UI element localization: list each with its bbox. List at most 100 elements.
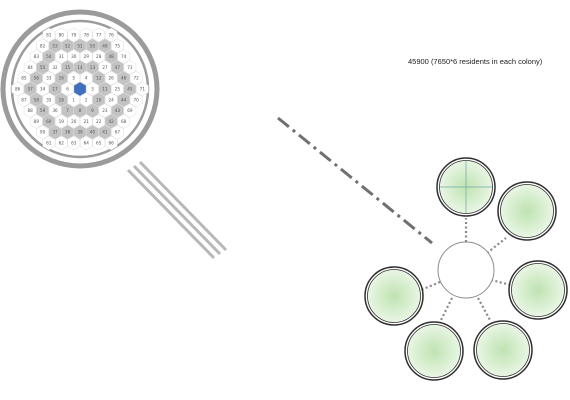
hex-cell [129, 70, 143, 86]
hex-cell [17, 92, 31, 108]
hex-cell [23, 103, 37, 118]
hex-cell [104, 70, 118, 86]
hex-cell-number: 70 [133, 97, 139, 102]
hex-cell-number: 61 [46, 141, 52, 146]
hex-cell-number: 30 [71, 54, 77, 59]
colony-disc [511, 263, 565, 317]
hex-cell-number: 25 [115, 87, 121, 92]
hex-cell-number: 84 [27, 65, 33, 70]
hex-cell [86, 38, 99, 54]
hex-cell-number: 14 [77, 65, 83, 70]
hex-cell-number: 29 [84, 54, 90, 59]
hex-cell-number: 87 [21, 97, 27, 102]
hex-cell-number: 57 [27, 87, 33, 92]
spoke-bottom-right [477, 297, 491, 321]
hex-cell-number: 60 [46, 119, 52, 124]
hex-cell-number: 81 [46, 33, 52, 38]
hex-cell [111, 38, 124, 54]
hex-cell [42, 49, 56, 64]
hex-center-cell [73, 81, 87, 97]
hex-cell [117, 114, 130, 129]
hex-cell-number: 1 [72, 97, 75, 102]
hex-cell-number: 15 [65, 65, 71, 70]
colony-outer-ring [497, 181, 557, 241]
central-hub [437, 241, 495, 299]
hex-cell [23, 60, 37, 75]
hex-cell [104, 114, 118, 129]
hex-cell-number: 77 [96, 33, 102, 38]
colony-left [364, 266, 424, 326]
hex-cell-number: 20 [71, 119, 77, 124]
colony-upper-right [497, 181, 557, 241]
hex-cell [67, 49, 81, 64]
hex-cell [79, 27, 93, 43]
hex-cell [61, 103, 74, 118]
hex-cell-number: 6 [66, 87, 69, 92]
hex-cell-number: 63 [71, 141, 77, 146]
hex-cell [61, 60, 74, 75]
connector-line [277, 116, 433, 245]
hex-cell [61, 81, 74, 97]
hex-cell-number: 4 [85, 76, 88, 81]
hex-cell [98, 60, 112, 75]
hex-cell-number: 34 [40, 87, 46, 92]
colony-bottom-left [404, 321, 464, 381]
hex-cell-number: 9 [91, 108, 94, 113]
hex-cell [36, 60, 49, 75]
hex-cell-number: 35 [46, 97, 52, 102]
hex-cell [117, 92, 130, 108]
colony-bottom-right [473, 320, 533, 380]
hex-cell-number: 72 [133, 76, 139, 81]
hex-cell [55, 92, 68, 108]
hex-cell-number: 54 [46, 54, 52, 59]
hex-cell-number: 48 [109, 54, 115, 59]
hex-cell-number: 37 [52, 130, 58, 135]
hex-cell-number: 41 [102, 130, 108, 135]
colony-outer-ring [473, 320, 533, 380]
hex-cell-number: 58 [34, 97, 40, 102]
hex-cell [61, 124, 74, 140]
hex-cell [92, 114, 105, 129]
hex-cell [67, 27, 81, 43]
hex-cell [98, 81, 112, 97]
colony-disc [476, 323, 530, 377]
colony-outer-ring [436, 157, 496, 217]
colony-disc [367, 269, 421, 323]
hex-cell [104, 49, 118, 64]
hex-cell-number: 71 [140, 87, 146, 92]
hex-cell [92, 92, 105, 108]
hex-cell [111, 81, 124, 97]
hex-cell-number: 38 [65, 130, 71, 135]
hex-cell-number: 19 [59, 119, 65, 124]
hex-cell-number: 12 [96, 76, 102, 81]
hex-cell-number: 89 [34, 119, 40, 124]
hex-cell-number: 31 [59, 54, 65, 59]
hex-cell-number: 2 [85, 97, 88, 102]
hex-cell [11, 81, 24, 97]
hex-cell [111, 124, 124, 140]
hex-cell [117, 49, 130, 64]
hex-cell [30, 92, 43, 108]
hex-cell [111, 103, 124, 118]
hex-cell-number: 55 [40, 65, 46, 70]
hex-cell [92, 49, 105, 64]
hex-cell-number: 56 [34, 76, 40, 81]
hex-cell-number: 27 [102, 65, 108, 70]
hex-cell [55, 27, 68, 43]
hex-cell [117, 70, 130, 86]
hex-cell-number: 45 [127, 87, 133, 92]
hex-cell-number: 75 [115, 43, 121, 48]
hex-cell [111, 60, 124, 75]
hex-cell-number: 23 [102, 108, 108, 113]
hex-cell-number: 82 [40, 43, 46, 48]
hex-cell-number: 33 [46, 76, 52, 81]
colony-outer-ring [508, 260, 568, 320]
hex-cell-number: 53 [52, 43, 58, 48]
hex-cell [67, 135, 81, 151]
hex-cell [30, 70, 43, 86]
hex-cell [42, 70, 56, 86]
hex-cell [73, 60, 87, 75]
hex-cell [23, 81, 37, 97]
